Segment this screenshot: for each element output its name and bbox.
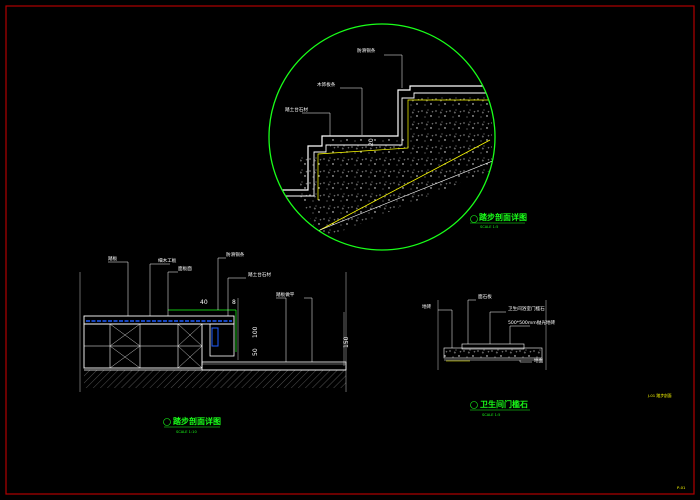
door-label-5: 地面 [534,357,544,364]
step-leader-7 [304,297,313,362]
step-leader-1 [108,261,129,316]
slope-line [319,139,491,231]
cross-braces [109,323,203,369]
step-label-4: 防滑铜条 [226,251,245,258]
page-number: P-01 [677,485,686,490]
circle-scale: SCALE 1:5 [480,225,498,229]
door-title: 卫生间门槛石 [480,399,528,409]
step-inner-outline [286,92,495,197]
door-leader-2 [467,299,476,344]
circle-label-top: 防滑铜条 [357,47,376,54]
door-label-3: 卫生间浴室门槛石 [508,305,545,312]
riser-blue [211,327,219,347]
bedding-line [317,99,495,200]
dim-d4: 150 [343,336,350,348]
door-leader-3 [489,311,506,344]
sheet-frame [5,5,695,495]
step-label-3: 面板面 [178,265,192,272]
step-section-group: 踏板 细木工板 面板面 防滑铜条 踏土台石材 踏板做平 40 100 50 15… [79,251,350,434]
door-title-block: 卫生间门槛石 SCALE 1:5 [470,399,530,417]
step-concrete-fill [300,96,492,240]
door-label-1: 地砖 [422,303,432,310]
circle-title: 踏步剖面详图 [479,212,527,222]
door-leader-1 [438,309,453,348]
circle-dim-vertical: 20 [368,138,375,146]
door-scale: SCALE 1:5 [482,413,500,417]
dim-d5: 8 [232,299,236,306]
tread-top [83,315,235,325]
door-leader-4 [509,325,530,344]
step-label-5: 踏土台石材 [248,271,271,278]
step-label-2: 细木工板 [158,257,177,264]
leader-mid [302,112,331,136]
step-leader-5 [227,277,246,316]
step-label-6: 踏板做平 [276,291,295,298]
door-label-2: 面石板 [478,293,492,300]
circle-title-block: 踏步剖面详图 SCALE 1:5 [470,212,527,229]
dim-d3: 50 [252,348,259,356]
dim-d2: 100 [252,326,259,338]
door-leader-5 [519,360,532,363]
detail-circle-group: 防滑铜条 木饰板条 踏土台石材 20 踏步剖面详图 SCALE 1:5 [268,23,527,251]
door-stone-group: 地砖 面石板 卫生间浴室门槛石 500*500mm抛光地砖 地面 卫生间门槛石 … [422,293,556,417]
dim-d1: 40 [200,299,208,306]
circle-label-upper: 木饰板条 [317,81,336,88]
step-section-marker-icon [163,418,171,426]
ground-hatch [84,370,346,388]
riser [209,323,235,357]
detail-circle [268,23,496,251]
step-leader-4 [217,257,226,310]
door-stone-top [461,343,525,350]
base-line [299,159,495,239]
step-leader-2 [149,263,170,316]
step-leader-3 [167,271,178,316]
step-scale: SCALE 1:10 [176,430,197,434]
lower-floor [201,361,347,371]
step-title-block: 踏步剖面详图 SCALE 1:10 [163,416,221,434]
circle-label-mid: 踏土台石材 [285,106,308,113]
door-stone-body [443,347,543,359]
door-label-4: 500*500mm抛光地砖 [508,319,556,326]
step-title: 踏步剖面详图 [173,416,221,426]
step-label-1: 踏板 [108,255,118,262]
drawing-note: J-01 踏步剖面 [647,393,672,398]
leader-upper [340,87,363,135]
door-section-marker-icon [470,401,478,409]
step-leader-6 [276,297,287,362]
section-marker-icon [470,215,478,223]
leader-top [384,54,403,88]
